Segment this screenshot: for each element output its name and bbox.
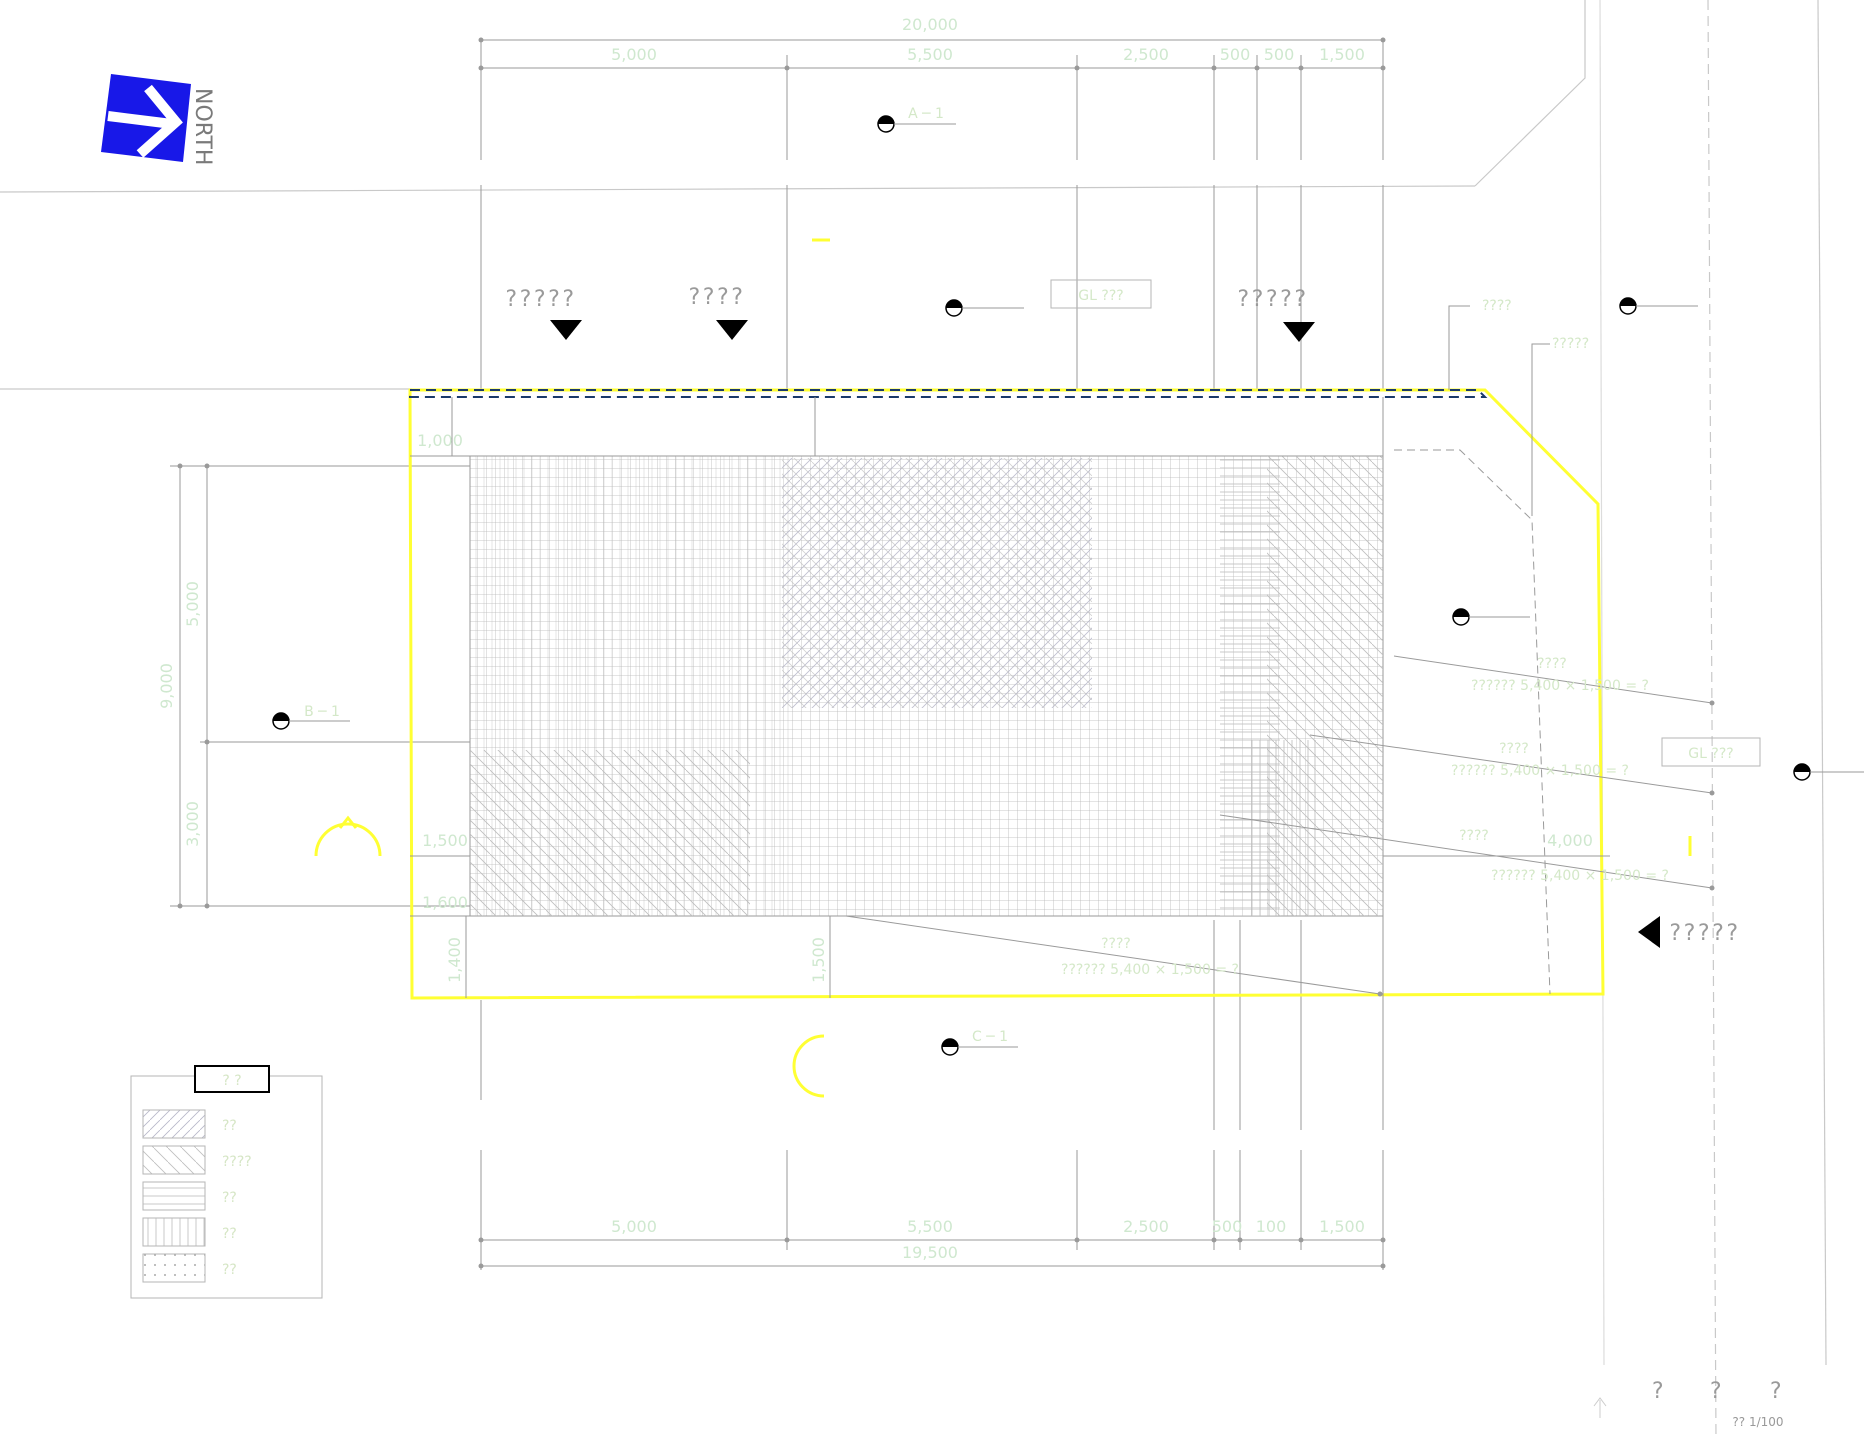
- scale-mark-1: ?: [1651, 1379, 1665, 1404]
- boxed-tag-right-frame: [1661, 737, 1761, 767]
- building-footprint: [469, 455, 1384, 917]
- area-label-4-title: ????: [1101, 936, 1131, 952]
- section-marker-top-right: [1619, 297, 1698, 315]
- section-marker-mid-right: [1452, 608, 1530, 626]
- level-marker-top-mid: [716, 320, 748, 340]
- section-marker-top-2: [945, 299, 1024, 317]
- stepped-boundary-inner: [1394, 449, 1551, 995]
- entry-marker-right: [1638, 916, 1660, 948]
- section-label-top: A ─ 1: [908, 106, 944, 122]
- yellow-section-arcs: [314, 238, 1692, 1098]
- question-label-right: ?????: [1668, 921, 1739, 946]
- area-label-1-formula: ?????? 5,400 × 1,500 = ?: [1471, 678, 1649, 694]
- legend-item-5: ??: [222, 1262, 237, 1278]
- top-segment-5: 500: [1264, 45, 1295, 64]
- area-leader-lines: [845, 655, 1715, 997]
- legend-item-3: ??: [222, 1190, 237, 1206]
- overall-dimension-bottom: 19,500: [902, 1243, 958, 1262]
- section-marker-left: [272, 712, 350, 730]
- inner-dim-top-left: 1,000: [417, 431, 463, 450]
- area-label-3-formula: ?????? 5,400 × 1,500 = ?: [1491, 868, 1669, 884]
- section-label-left: B ─ 1: [304, 704, 340, 720]
- bottom-segment-3: 2,500: [1123, 1217, 1169, 1236]
- left-dimension-chain: [170, 463, 470, 909]
- area-label-3-title: ????: [1459, 828, 1489, 844]
- inner-dim-mid-left-a: 1,500: [422, 831, 468, 850]
- overall-dimension-top: 20,000: [902, 15, 958, 34]
- area-label-4-formula: ?????? 5,400 × 1,500 = ?: [1061, 962, 1239, 978]
- inner-dim-mid-left-b: 1,600: [422, 893, 468, 912]
- question-label-top-left: ?????: [504, 287, 575, 312]
- inner-dim-bottom-left: 1,400: [445, 937, 464, 983]
- grid-lines: [480, 40, 1384, 1270]
- top-right-callouts: [1448, 305, 1550, 516]
- top-dimension-chain: [478, 37, 1386, 71]
- legend-item-2: ????: [222, 1154, 252, 1170]
- inner-dim-right-mid: 4,000: [1547, 831, 1593, 850]
- section-marker-bottom: [941, 1038, 1018, 1056]
- section-label-bottom: C ─ 1: [972, 1029, 1008, 1045]
- legend-item-4: ??: [222, 1226, 237, 1242]
- section-marker-far-right: [1793, 763, 1864, 781]
- level-marker-top-right: [1283, 322, 1315, 342]
- context-lines: [0, 0, 1827, 1440]
- bottom-segment-4: 500: [1212, 1217, 1243, 1236]
- left-segment-2: 3,000: [183, 801, 202, 847]
- bottom-segment-5: 100: [1256, 1217, 1287, 1236]
- scale-bar: [1593, 1397, 1607, 1418]
- scale-label: ?? 1/100: [1732, 1415, 1783, 1429]
- scale-mark-2: ?: [1709, 1379, 1723, 1404]
- top-segment-4: 500: [1220, 45, 1251, 64]
- callout-top-right-a: ????: [1482, 298, 1512, 314]
- question-label-top-mid: ????: [688, 285, 745, 310]
- top-segment-6: 1,500: [1319, 45, 1365, 64]
- left-overall-dimension: 9,000: [157, 663, 176, 709]
- bottom-segment-1: 5,000: [611, 1217, 657, 1236]
- area-label-2-formula: ?????? 5,400 × 1,500 = ?: [1451, 763, 1629, 779]
- bottom-segment-6: 1,500: [1319, 1217, 1365, 1236]
- legend-item-1: ??: [222, 1118, 237, 1134]
- section-marker-top: [877, 115, 956, 133]
- north-label: NORTH: [190, 88, 215, 165]
- left-segment-1: 5,000: [183, 581, 202, 627]
- roof-edge-outline: [409, 389, 1488, 398]
- area-label-2-title: ????: [1499, 741, 1529, 757]
- inner-dim-bottom-mid: 1,500: [809, 937, 828, 983]
- boxed-tag-top: GL ???: [1078, 288, 1123, 304]
- callout-top-right-b: ?????: [1552, 336, 1589, 352]
- top-segment-3: 2,500: [1123, 45, 1169, 64]
- scale-mark-3: ?: [1769, 1379, 1783, 1404]
- site-boundary: [408, 388, 1605, 1000]
- boxed-tag-top-frame: [1050, 279, 1152, 309]
- question-label-top-right: ?????: [1236, 287, 1307, 312]
- bottom-segment-2: 5,500: [907, 1217, 953, 1236]
- north-arrow-badge: [101, 74, 191, 162]
- inner-dimension-ticks: [410, 397, 1610, 998]
- hatch-legend: [130, 1065, 323, 1299]
- top-segment-2: 5,500: [907, 45, 953, 64]
- bottom-dimension-chain: [478, 1237, 1386, 1269]
- area-label-1-title: ????: [1537, 656, 1567, 672]
- top-segment-1: 5,000: [611, 45, 657, 64]
- boxed-tag-right: GL ???: [1688, 746, 1733, 762]
- legend-title: ? ?: [222, 1073, 241, 1089]
- level-marker-top-left: [550, 320, 582, 340]
